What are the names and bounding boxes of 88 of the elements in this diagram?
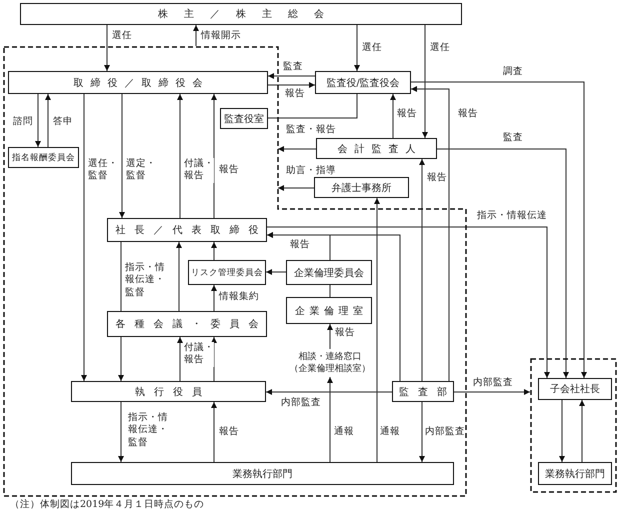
edge-label: 通報 [380,426,400,438]
edge-label: 諮問 [13,116,33,128]
connector-line [268,94,358,118]
edge-label: 情報集約 [219,291,259,304]
arrow [422,24,428,138]
organization-box: リスク管理委員会 [188,260,266,285]
arrow [211,94,217,218]
arrow [211,242,217,260]
edge-label: 監査 [503,132,523,144]
arrow [354,24,360,72]
arrow [278,185,314,191]
arrow [410,82,587,378]
desk-label: 相談・連絡窓口（企業倫理相談室） [266,349,394,377]
edge-label: 調査 [503,66,523,78]
arrow [419,402,425,462]
edge-label: 選任 [362,42,382,54]
arrow [454,389,530,395]
arrow [211,284,217,312]
arrow [278,146,316,152]
arrow [177,336,183,382]
organization-box: 各種会議・委員会 [107,311,267,337]
edge-label: 内部監査 [281,397,321,410]
edge-label: 報告 [285,88,305,100]
arrow [104,24,110,72]
organization-box: 企業倫理室 [286,297,372,324]
arrow [35,94,41,148]
organization-box: 業務執行部門 [538,462,612,485]
organization-box: 執行役員 [71,381,266,402]
edge-label: 監査 [283,61,303,74]
edge-label: 報告 [290,239,310,252]
arrow [176,242,182,312]
edge-label: 報告 [219,164,239,176]
arrow [559,400,565,462]
arrow [193,24,199,46]
edge-label: 報告 [427,172,447,184]
arrow [119,94,125,218]
arrow [390,94,396,138]
organization-box: 会計監査人 [316,138,437,159]
edge-label: 情報開示 [201,30,241,42]
organization-box: 監査部 [392,381,454,402]
edge-label: 助言・指導 [286,165,336,178]
edge-label: 内部監査 [473,377,513,390]
caption: （注）体制図は2019年４月１日時点のもの [10,498,204,511]
arrow [266,232,330,260]
arrow [268,73,316,79]
edge-label: 内部監査 [425,426,465,438]
organization-box: 取締役／取締役会 [8,71,268,94]
arrow [118,402,124,462]
arrow [266,389,392,395]
edge-label: 付議・報告 [184,158,214,183]
edge-label: 報告 [397,108,417,120]
arrow [579,400,585,462]
edge-label: 選任 [430,42,450,54]
edge-label: 報告 [335,327,355,340]
arrow [327,376,333,462]
arrow [118,336,124,382]
arrow [266,269,286,275]
arrow [410,86,450,382]
edge-label: 付議・報告 [184,342,214,367]
organization-box: 指名報酬委員会 [8,147,79,168]
edge-label: 報告 [219,426,239,438]
organization-box: 監査役室 [220,108,268,129]
arrow [81,94,87,382]
organization-box: 監査役/監査役会 [315,71,411,94]
organization-box: 企業倫理委員会 [286,260,372,285]
arrow [177,94,183,218]
organization-box: 子会社社長 [538,378,612,400]
arrow [45,94,51,148]
arrow [268,82,316,88]
organization-box: 社長／代表取締役 [107,218,267,242]
arrow [374,198,380,462]
connector-line [120,242,122,312]
organization-box: 株主／株主総会 [20,3,462,25]
arrow [211,336,217,382]
edge-label: 指示・情報伝達 [477,210,547,222]
arrow [211,402,217,462]
edge-label: 答申 [53,116,73,128]
edge-label: 報告 [458,108,478,120]
dashed-group-outline [530,358,617,493]
edge-label: 通報 [334,426,354,438]
arrow [436,148,569,378]
organization-box: 業務執行部門 [71,462,454,485]
organization-box: 弁護士事務所 [314,177,409,198]
edge-label: 監査・報告 [286,124,336,136]
arrow [266,226,550,378]
arrow [419,158,425,382]
arrow [327,324,333,350]
edge-label: 選任 [112,30,132,42]
